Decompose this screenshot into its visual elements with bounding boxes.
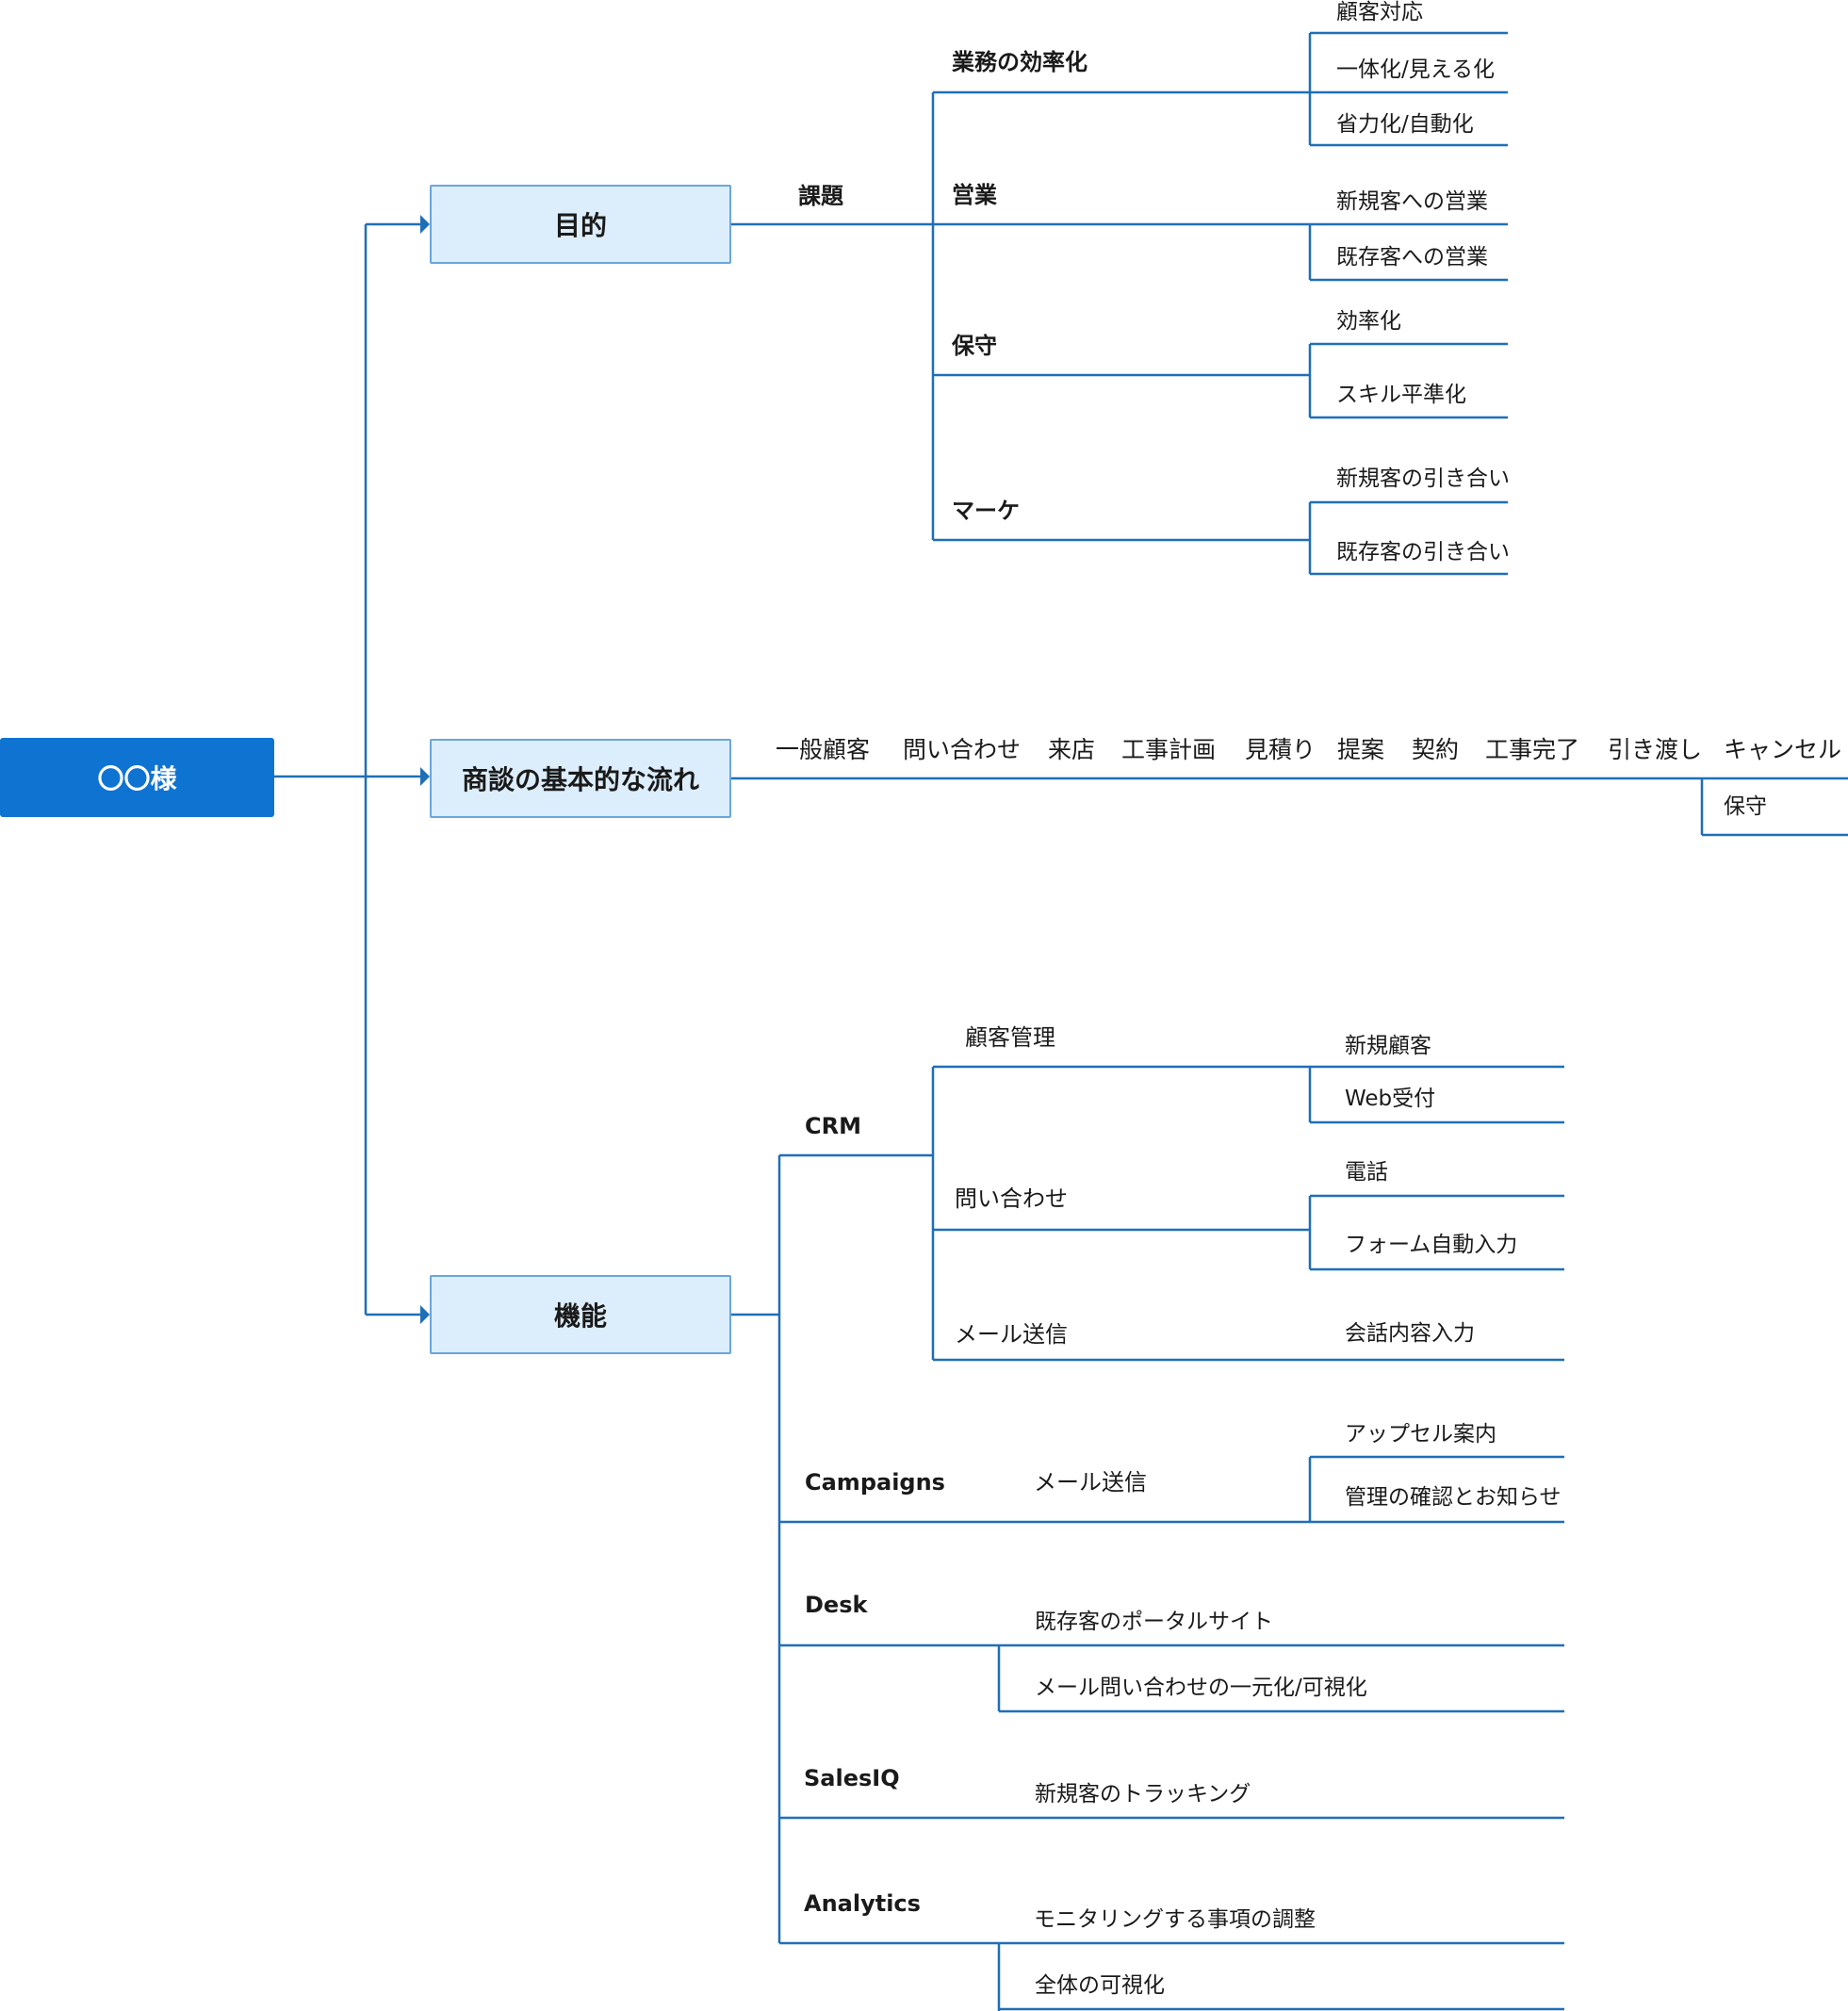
leaf-label: フォーム自動入力 xyxy=(1345,1233,1518,1257)
leaf-label: 一体化/見える化 xyxy=(1336,57,1496,82)
flow-step: 問い合わせ xyxy=(903,736,1022,763)
flow-sub-label: 保守 xyxy=(1724,794,1767,819)
leaf-label: 顧客対応 xyxy=(1336,0,1423,25)
leaf-label: 全体の可視化 xyxy=(1035,1973,1165,1998)
flow-step: 来店 xyxy=(1048,736,1096,763)
leaf-label: 既存客への営業 xyxy=(1336,245,1488,270)
leaf-label: 新規客への営業 xyxy=(1336,189,1488,214)
issue-label: 課題 xyxy=(798,183,843,209)
campaigns-sub-label: メール送信 xyxy=(1034,1469,1147,1496)
crm-group-label: メール送信 xyxy=(955,1321,1068,1348)
leaf-label: 省力化/自動化 xyxy=(1336,112,1474,137)
leaf-label: 既存客のポータルサイト xyxy=(1035,1610,1273,1634)
group-label-maintenance: 保守 xyxy=(952,333,997,359)
flow-step: 工事計画 xyxy=(1121,736,1217,763)
group-label-efficiency: 業務の効率化 xyxy=(952,49,1088,75)
leaf-label: 新規顧客 xyxy=(1345,1034,1431,1058)
flow-step: 工事完了 xyxy=(1485,736,1580,763)
flow-step: 引き渡し xyxy=(1608,736,1703,763)
crm-group-label: 顧客管理 xyxy=(965,1024,1055,1051)
leaf-label: 新規客のトラッキング xyxy=(1035,1782,1251,1807)
crm-group-label: 問い合わせ xyxy=(955,1185,1068,1212)
leaf-label: モニタリングする事項の調整 xyxy=(1034,1907,1316,1932)
flow-step: 見積り xyxy=(1245,736,1316,763)
leaf-label: 効率化 xyxy=(1336,309,1401,334)
feature-label-desk: Desk xyxy=(805,1592,868,1618)
feature-label-salesiq: SalesIQ xyxy=(804,1765,900,1791)
leaf-label: 電話 xyxy=(1345,1160,1388,1185)
feature-label-campaigns: Campaigns xyxy=(805,1469,945,1496)
leaf-label: 新規客の引き合い xyxy=(1336,466,1510,491)
root-node[interactable]: 〇〇様 xyxy=(0,738,274,817)
leaf-label: アップセル案内 xyxy=(1345,1422,1496,1447)
group-label-sales: 営業 xyxy=(952,182,997,208)
leaf-label: 既存客の引き合い xyxy=(1336,540,1510,564)
branch-purpose[interactable]: 目的 xyxy=(430,185,731,264)
branch-flow[interactable]: 商談の基本的な流れ xyxy=(430,739,731,818)
flow-step: キャンセル xyxy=(1724,736,1842,763)
flow-step: 一般顧客 xyxy=(776,736,871,763)
leaf-label: スキル平準化 xyxy=(1336,383,1466,407)
leaf-label: メール問い合わせの一元化/可視化 xyxy=(1035,1676,1367,1700)
feature-label-crm: CRM xyxy=(805,1113,861,1139)
flow-step: 提案 xyxy=(1337,736,1385,763)
group-label-marketing: マーケ xyxy=(952,498,1020,524)
leaf-label: 会話内容入力 xyxy=(1345,1321,1475,1346)
flow-step: 契約 xyxy=(1412,736,1460,763)
feature-label-analytics: Analytics xyxy=(804,1890,921,1917)
leaf-label: Web受付 xyxy=(1345,1087,1436,1111)
branch-features[interactable]: 機能 xyxy=(430,1275,731,1354)
leaf-label: 管理の確認とお知らせ xyxy=(1345,1485,1562,1510)
